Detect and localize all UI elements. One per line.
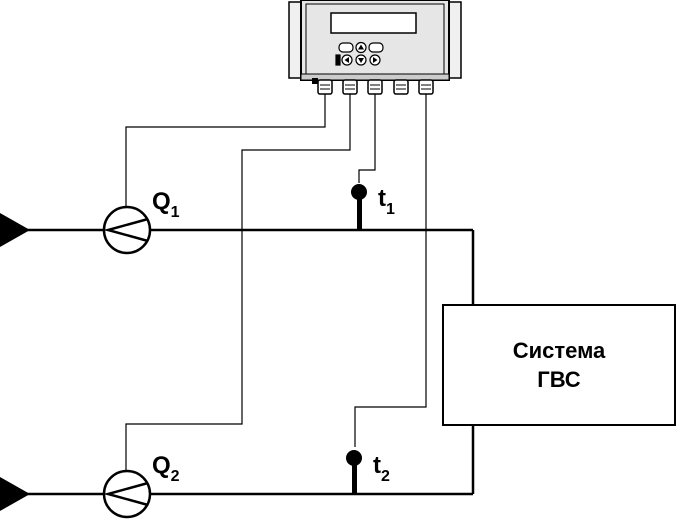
supply-flow-arrow-icon [0, 213, 30, 247]
temperature-sensor-t1-icon [351, 184, 367, 230]
device-keypad-arrows [344, 44, 378, 63]
temperature-sensor-t2-icon [346, 450, 362, 494]
supply-pipe [25, 228, 475, 305]
label-q1: Q1 [152, 188, 180, 221]
flow-meter-q1-icon [102, 205, 152, 255]
return-flow-arrow-icon [0, 477, 30, 511]
wire-q2 [125, 92, 351, 472]
device-display [330, 12, 417, 34]
wire-q1 [125, 92, 326, 208]
system-box-line2: ГВС [537, 367, 581, 392]
label-q2: Q2 [152, 452, 180, 485]
hot-water-system-box: Система ГВС [442, 304, 676, 426]
wire-t2 [354, 92, 427, 447]
return-pipe [25, 425, 475, 496]
device-cable-glands [317, 79, 434, 95]
heat-calculator-device [288, 0, 462, 95]
wire-t1 [358, 92, 376, 183]
label-t1: t1 [378, 185, 395, 218]
system-box-line1: Система [513, 338, 606, 363]
signal-wires [125, 92, 427, 472]
label-t2: t2 [373, 452, 390, 485]
flow-meter-q2-icon [102, 469, 152, 519]
